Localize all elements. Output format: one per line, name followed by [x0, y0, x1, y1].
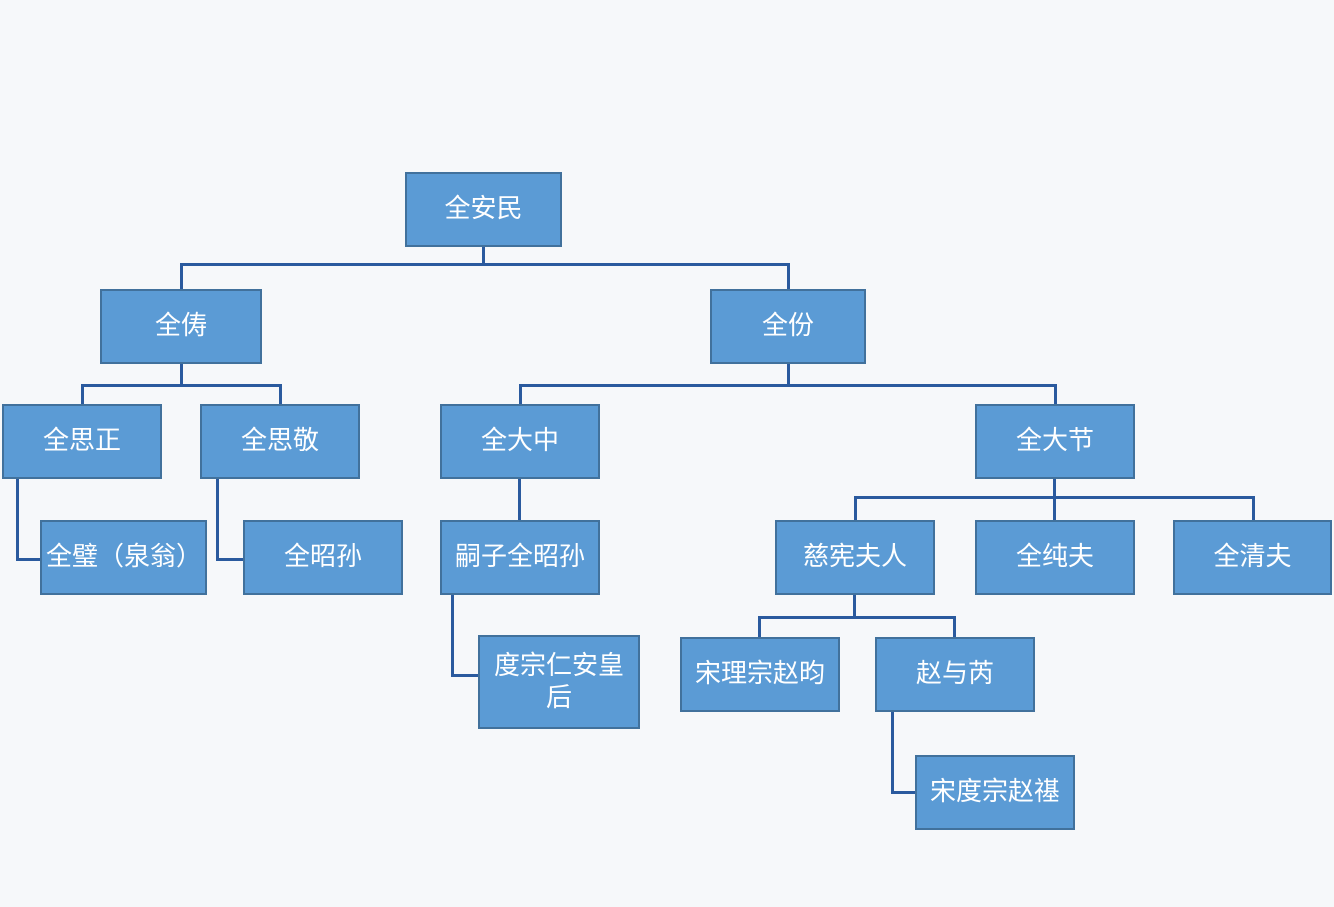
- connector-segment: [81, 384, 282, 387]
- tree-node-label: 全清夫: [1213, 542, 1292, 573]
- tree-node-label: 宋理宗赵昀: [694, 659, 825, 690]
- node-duzong-renan-huanghou: 度宗仁安皇后: [478, 635, 640, 729]
- tree-node-label: 全思正: [42, 426, 121, 457]
- tree-node-label: 嗣子全昭孙: [454, 542, 585, 573]
- node-quan-fen: 全份: [710, 289, 866, 364]
- node-sizi-quan-zhaosun: 嗣子全昭孙: [440, 520, 600, 595]
- node-song-duzong-zhaoqi: 宋度宗赵禥: [915, 755, 1075, 830]
- tree-node-label: 度宗仁安皇后: [493, 650, 624, 714]
- connector-segment: [519, 384, 1057, 387]
- node-quan-sizheng: 全思正: [2, 404, 162, 479]
- connector-segment: [891, 712, 894, 794]
- connector-segment: [279, 384, 282, 404]
- tree-node-label: 全份: [761, 311, 814, 342]
- connector-segment: [16, 558, 46, 561]
- tree-node-label: 全俦: [154, 311, 207, 342]
- node-cixian-furen: 慈宪夫人: [775, 520, 935, 595]
- tree-node-label: 慈宪夫人: [802, 542, 907, 573]
- connector-segment: [16, 479, 19, 561]
- tree-node-label: 全大中: [480, 426, 559, 457]
- node-quan-dazhong: 全大中: [440, 404, 600, 479]
- node-quan-zhaosun: 全昭孙: [243, 520, 403, 595]
- connector-segment: [854, 496, 857, 520]
- connector-segment: [758, 616, 956, 619]
- tree-node-label: 全安民: [444, 194, 523, 225]
- tree-node-label: 全璧（泉翁）: [46, 542, 203, 573]
- connector-segment: [451, 595, 454, 677]
- connector-segment: [953, 616, 956, 637]
- connector-segment: [853, 595, 856, 618]
- tree-node-label: 赵与芮: [915, 659, 994, 690]
- node-quan-chunfu: 全纯夫: [975, 520, 1135, 595]
- connector-segment: [451, 674, 479, 677]
- connector-segment: [180, 263, 790, 266]
- connector-segment: [180, 364, 183, 387]
- connector-segment: [758, 616, 761, 637]
- node-zhao-yurui: 赵与芮: [875, 637, 1035, 712]
- connector-segment: [787, 263, 790, 289]
- node-quan-chou: 全俦: [100, 289, 262, 364]
- node-quan-dajie: 全大节: [975, 404, 1135, 479]
- node-song-lizong-zhaoyun: 宋理宗赵昀: [680, 637, 840, 712]
- connector-segment: [216, 558, 246, 561]
- node-quan-anmin: 全安民: [405, 172, 562, 247]
- tree-node-label: 宋度宗赵禥: [929, 777, 1060, 808]
- node-quan-qingfu: 全清夫: [1173, 520, 1332, 595]
- connector-segment: [518, 479, 521, 520]
- connector-segment: [519, 384, 522, 404]
- connector-segment: [1054, 384, 1057, 404]
- tree-node-label: 全思敬: [240, 426, 319, 457]
- connector-segment: [787, 364, 790, 387]
- tree-node-label: 全昭孙: [283, 542, 362, 573]
- connector-segment: [482, 247, 485, 266]
- connector-segment: [180, 263, 183, 289]
- node-quan-sijing: 全思敬: [200, 404, 360, 479]
- node-quan-bi-quanweng: 全璧（泉翁）: [40, 520, 207, 595]
- connector-segment: [1252, 496, 1255, 520]
- connector-segment: [891, 791, 916, 794]
- connector-segment: [854, 496, 1255, 499]
- tree-node-label: 全纯夫: [1015, 542, 1094, 573]
- connector-segment: [81, 384, 84, 404]
- tree-node-label: 全大节: [1015, 426, 1094, 457]
- connector-segment: [216, 479, 219, 561]
- connector-segment: [1053, 479, 1056, 520]
